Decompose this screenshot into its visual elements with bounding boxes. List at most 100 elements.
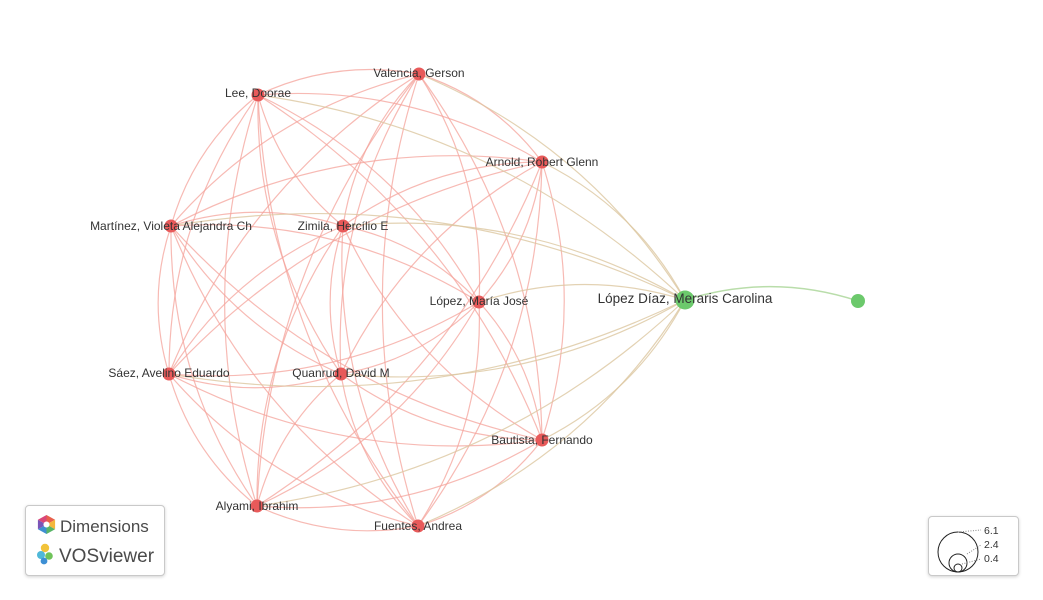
coauthor-link: [168, 225, 344, 375]
node-lopez_diaz[interactable]: [675, 290, 695, 310]
node-label-arnold[interactable]: Arnold, Robert Glenn: [486, 155, 599, 169]
legend-circle-medium: [948, 553, 968, 573]
coauthor-link: [417, 439, 543, 527]
coauthor-link: [168, 373, 419, 527]
coauthor-link: [257, 94, 419, 527]
legend-circle-large: [937, 531, 979, 573]
legend-value-small: 0.4: [984, 553, 999, 565]
node-label-saez[interactable]: Sáez, Avelino Eduardo: [108, 366, 230, 380]
coauthor-link: [257, 92, 543, 163]
coauthor-link: [256, 505, 419, 532]
hub-link: [478, 283, 686, 303]
coauthor-link: [417, 301, 480, 527]
hub-link: [168, 299, 686, 388]
coauthor-link: [170, 94, 259, 227]
node-zimila[interactable]: [336, 219, 350, 233]
coauthor-link: [157, 225, 172, 375]
dimensions-logo-icon: [36, 514, 57, 540]
coauthor-link: [168, 94, 259, 375]
node-label-lopez_mj[interactable]: López, María José: [430, 294, 529, 308]
coauthor-link: [170, 225, 342, 375]
legend-circle-small: [953, 563, 963, 573]
coauthor-link: [340, 373, 419, 527]
coauthor-link: [256, 161, 543, 507]
coauthor-link: [168, 373, 342, 389]
node-martinez[interactable]: [164, 219, 178, 233]
coauthor-link: [170, 211, 344, 227]
legend-leader-3: [961, 558, 982, 565]
node-label-valencia[interactable]: Valencia, Gerson: [373, 66, 464, 80]
node-fuentes[interactable]: [411, 519, 425, 533]
vosviewer-label: VOSviewer: [59, 545, 155, 567]
branding-panel: Dimensions VOSviewer: [25, 505, 165, 576]
coauthor-link: [257, 68, 420, 96]
coauthor-link: [342, 225, 480, 303]
coauthor-link: [340, 301, 480, 375]
coauthor-link: [342, 73, 420, 227]
green-link: [684, 285, 859, 302]
hub-link: [256, 299, 686, 507]
node-saez[interactable]: [162, 367, 176, 381]
hub-link: [257, 94, 686, 301]
coauthor-link: [417, 161, 543, 527]
node-bautista[interactable]: [535, 433, 549, 447]
coauthor-link: [170, 225, 258, 507]
coauthor-link: [340, 161, 543, 375]
coauthor-link: [168, 373, 258, 507]
coauthor-link: [478, 301, 543, 441]
hub-link: [170, 213, 686, 301]
vosviewer-logo-icon: [36, 543, 56, 570]
coauthor-link: [170, 155, 543, 227]
coauthor-link: [224, 94, 259, 507]
coauthor-link: [256, 439, 543, 509]
node-label-quanrud[interactable]: Quanrud, David M: [292, 366, 389, 380]
coauthor-link: [342, 161, 543, 227]
dimensions-brand[interactable]: Dimensions: [36, 514, 149, 540]
legend-leader-1: [957, 529, 982, 533]
legend-leader-2: [966, 544, 982, 555]
coauthor-link: [170, 224, 480, 303]
dimensions-label: Dimensions: [60, 517, 149, 536]
legend-value-medium: 2.4: [984, 539, 999, 551]
coauthor-link: [418, 73, 543, 163]
node-green_unlabeled[interactable]: [851, 294, 865, 308]
coauthor-link: [257, 94, 480, 303]
coauthor-link: [168, 373, 543, 447]
coauthor-link: [256, 73, 420, 507]
node-label-martinez[interactable]: Martínez, Violeta Alejandra Ch: [90, 219, 252, 233]
coauthor-link: [170, 73, 420, 227]
vosviewer-brand[interactable]: VOSviewer: [36, 543, 154, 570]
node-label-fuentes[interactable]: Fuentes, Andrea: [374, 519, 462, 533]
nodes-layer: [162, 67, 865, 533]
node-arnold[interactable]: [535, 155, 549, 169]
coauthor-link: [329, 225, 344, 375]
coauthor-link: [170, 225, 543, 441]
coauthor-link: [257, 94, 342, 375]
node-lee[interactable]: [251, 88, 265, 102]
node-lopez_mj[interactable]: [472, 295, 486, 309]
coauthor-link: [168, 301, 480, 377]
coauthor-link: [381, 73, 420, 527]
coauthor-link: [170, 225, 419, 527]
coauthor-link: [257, 94, 543, 441]
hub-link: [340, 299, 686, 378]
coauthor-link: [418, 73, 481, 303]
node-label-bautista[interactable]: Bautista, Fernando: [491, 433, 593, 447]
hub-link: [342, 222, 686, 301]
size-legend: 6.1 2.4 0.4: [928, 516, 1019, 576]
node-label-alyami[interactable]: Alyami, Ibrahim: [216, 499, 299, 513]
hub-link: [418, 73, 686, 301]
node-quanrud[interactable]: [334, 367, 348, 381]
coauthor-link: [256, 301, 480, 507]
node-label-lopez_diaz[interactable]: López Díaz, Meraris Carolina: [598, 291, 773, 306]
coauthor-link: [340, 373, 543, 441]
node-label-zimila[interactable]: Zimila, Hercílio E: [298, 219, 389, 233]
edges-layer: [157, 68, 859, 532]
node-alyami[interactable]: [250, 499, 264, 513]
node-valencia[interactable]: [412, 67, 426, 81]
coauthor-link: [168, 161, 543, 375]
coauthor-link: [256, 225, 344, 507]
node-label-lee[interactable]: Lee, Doorae: [225, 86, 291, 100]
